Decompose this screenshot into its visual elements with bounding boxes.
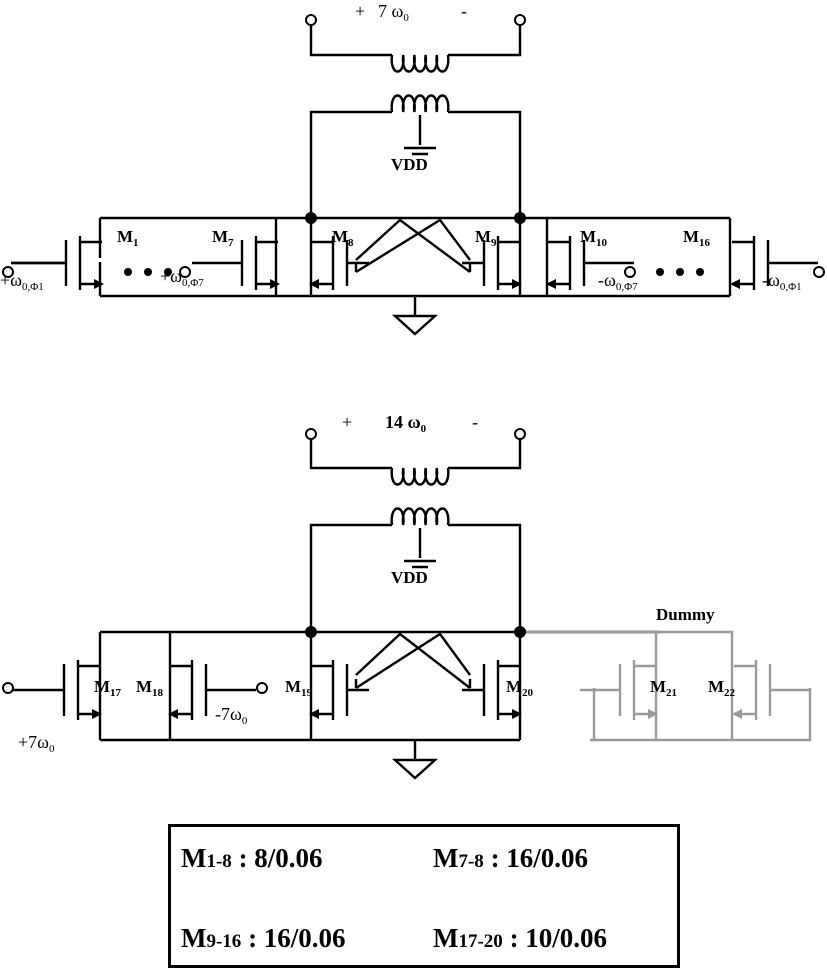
bottom-output-plus: + — [342, 412, 352, 432]
inductor-coil — [390, 54, 450, 73]
circuit-wires — [9, 25, 818, 780]
terminal-pin — [305, 428, 317, 440]
input-label-2: -ω0,Φ7 — [598, 270, 638, 293]
dummy-label: Dummy — [656, 605, 715, 624]
inductor-coil — [390, 94, 450, 113]
top-vdd-label: VDD — [391, 155, 428, 174]
label-m17: M17 — [94, 677, 122, 699]
wire — [404, 528, 436, 569]
m22-arrow — [732, 709, 742, 719]
label-m10: M10 — [580, 227, 608, 249]
top-output-value: 7 ω0 — [378, 1, 409, 24]
sizing-entry: M17-20 : 10/0.06 — [433, 923, 608, 953]
label-m7: M7 — [212, 227, 234, 249]
ellipsis-dot — [676, 268, 684, 276]
junction-dot — [514, 212, 526, 224]
bottom-output-value: 14 ω0 — [385, 412, 427, 435]
inductor-coil — [390, 507, 450, 526]
terminals — [2, 14, 825, 694]
wire — [309, 523, 522, 632]
terminal-pin — [514, 428, 526, 440]
top-output-minus: - — [461, 1, 467, 21]
m20-arrow — [512, 709, 522, 719]
label-m16: M16 — [683, 227, 711, 249]
label-m1: M1 — [117, 227, 139, 249]
junction-dot — [305, 212, 317, 224]
top-output-plus: + — [355, 1, 365, 21]
sizing-entry: M9-16 : 16/0.06 — [181, 923, 346, 953]
label-m20: M20 — [506, 677, 534, 699]
ground-symbol — [391, 740, 439, 780]
sizing-entry: M7-8 : 16/0.06 — [433, 843, 589, 873]
junction-dot — [514, 626, 526, 638]
input-label-3: -ω0,Φ1 — [762, 270, 802, 293]
terminal-pin — [305, 14, 317, 26]
label-m22: M22 — [708, 677, 736, 699]
circuit-nodes — [92, 212, 740, 719]
m9-arrow — [512, 279, 522, 289]
wire — [404, 115, 436, 156]
ellipsis-dot — [696, 268, 704, 276]
m16-arrow — [730, 279, 740, 289]
terminal-pin — [179, 266, 191, 278]
wire — [309, 110, 522, 218]
terminal-pin — [2, 682, 14, 694]
label-m8: M8 — [332, 227, 354, 249]
bottom-vdd-label: VDD — [391, 568, 428, 587]
wire — [309, 439, 522, 470]
wire — [354, 679, 472, 688]
bottom-output-minus: - — [472, 412, 478, 432]
dummy-arrows — [648, 709, 742, 719]
terminal-pin — [2, 266, 14, 278]
m1-arrow — [94, 279, 104, 289]
label-m19: M19 — [285, 677, 313, 699]
m17-arrow — [92, 709, 102, 719]
wire — [309, 25, 522, 57]
ellipsis-dot — [164, 268, 172, 276]
dummy-wires — [520, 630, 812, 742]
m8-arrow — [309, 279, 319, 289]
wire — [806, 688, 812, 742]
ground-symbol — [391, 296, 439, 336]
ellipsis-dot — [144, 268, 152, 276]
ellipsis-dot — [656, 268, 664, 276]
terminal-pin — [256, 682, 268, 694]
inductor-coil — [390, 467, 450, 486]
bottom-input-label-1: -7ω0 — [215, 704, 248, 727]
terminal-pin — [813, 266, 825, 278]
m21-arrow — [648, 709, 658, 719]
wire — [520, 630, 806, 742]
m10-arrow — [546, 279, 556, 289]
wire — [355, 632, 471, 690]
wire — [355, 218, 471, 274]
m18-arrow — [168, 709, 178, 719]
m19-arrow — [309, 709, 319, 719]
input-label-0: +ω0,Φ1 — [0, 270, 44, 293]
label-m21: M21 — [650, 677, 677, 699]
label-m9: M9 — [475, 227, 497, 249]
wire — [354, 263, 472, 272]
terminal-pin — [514, 14, 526, 26]
bottom-input-label-0: +7ω0 — [18, 732, 55, 755]
sizing-entry: M1-8 : 8/0.06 — [181, 843, 323, 873]
junction-dot — [305, 626, 317, 638]
terminal-pin — [624, 266, 636, 278]
label-m18: M18 — [136, 677, 164, 699]
input-label-1: +ω0,Φ7 — [160, 266, 204, 289]
transistor-sizing-table: M1-8 : 8/0.06 M7-8 : 16/0.06 M9-16 : 16/… — [168, 824, 680, 968]
ellipsis-dot — [124, 268, 132, 276]
m7-arrow — [270, 279, 280, 289]
